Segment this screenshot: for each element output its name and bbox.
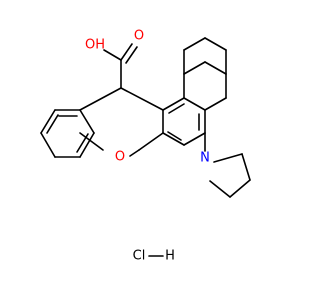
carboxylic-acid-group: [103, 43, 138, 89]
cyclohexyl-group: [183, 37, 227, 111]
left-benzene-ring: [40, 109, 95, 158]
carbonyl-oxygen-label: O: [134, 29, 144, 44]
chlorine-label: Cl: [133, 249, 146, 264]
ring-oxygen-label: O: [115, 150, 125, 165]
right-benzene-ring: [129, 97, 206, 157]
central-xanthene-ring: [79, 87, 164, 151]
hydroxyl-label: OH: [85, 38, 105, 53]
pyrrolidine-nitrogen-label: N: [200, 151, 210, 166]
chemical-structure-diagram: OH O O N Cl H: [40, 29, 251, 264]
hydrogen-label: H: [165, 249, 175, 264]
pyrrolidine-group: [204, 132, 251, 198]
